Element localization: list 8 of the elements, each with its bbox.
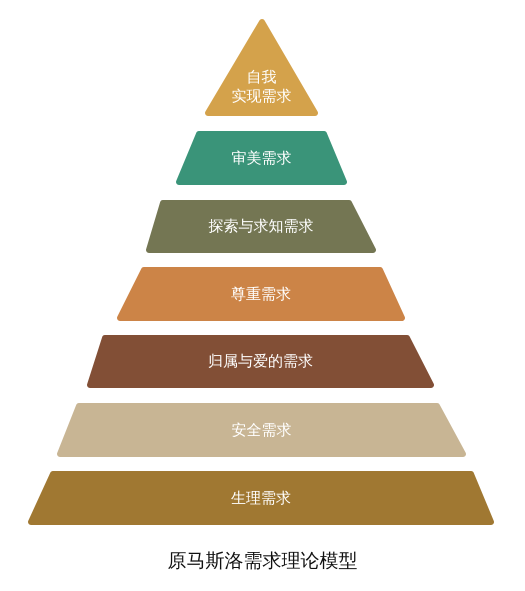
diagram-title: 原马斯洛需求理论模型 <box>166 549 358 574</box>
level-label: 生理需求 <box>230 488 292 508</box>
level-label: 审美需求 <box>230 148 292 168</box>
level-label: 安全需求 <box>230 420 292 440</box>
level-label: 尊重需求 <box>230 284 292 304</box>
level-label: 自我实现需求 <box>230 68 292 106</box>
level-label: 归属与爱的需求 <box>207 352 314 371</box>
level-label: 探索与求知需求 <box>208 217 314 236</box>
